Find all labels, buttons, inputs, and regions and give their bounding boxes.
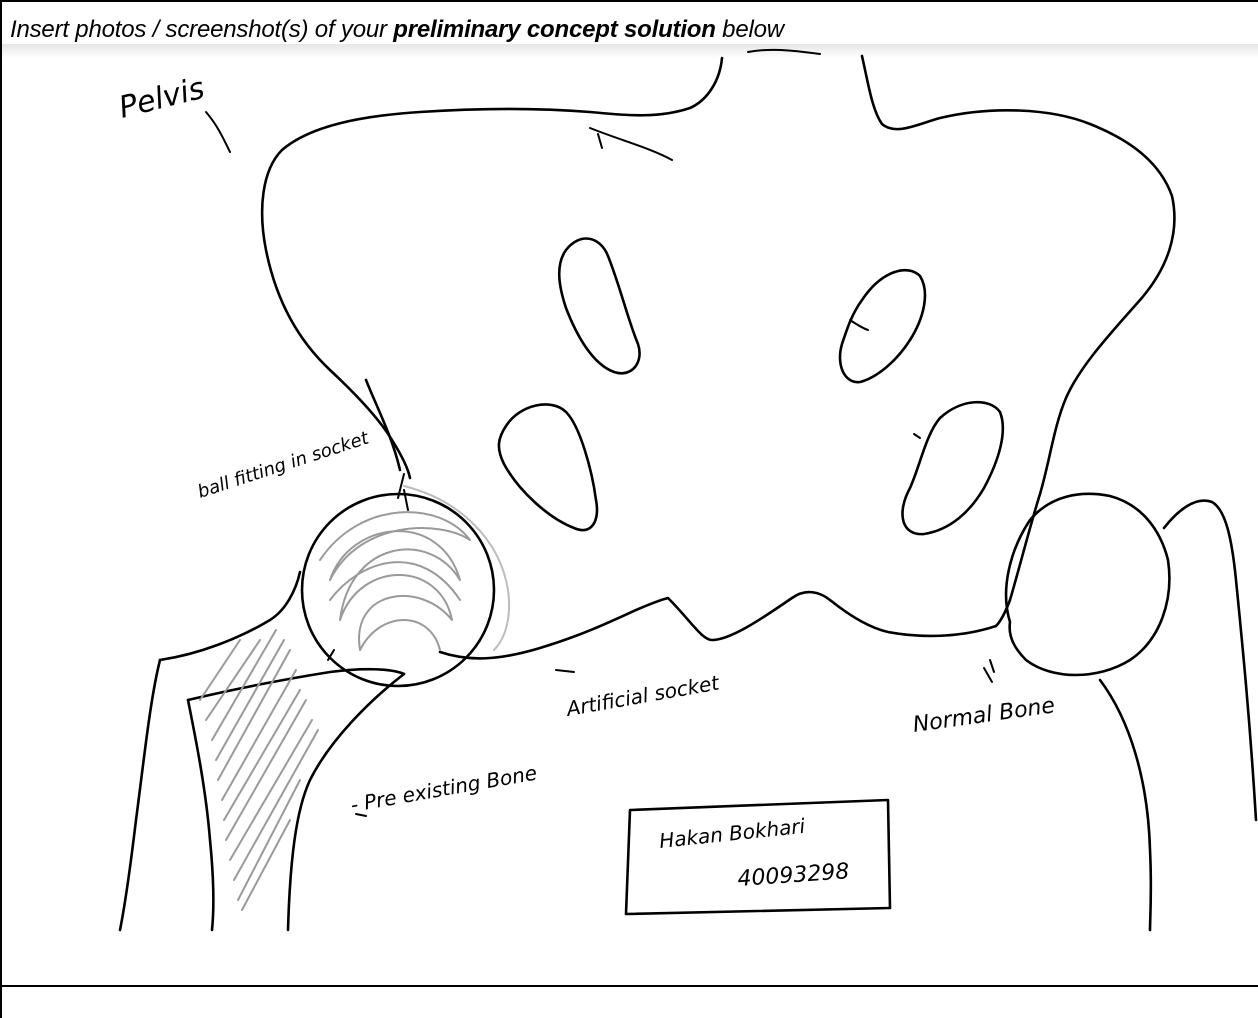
name-box-name: Hakan Bokhari bbox=[658, 814, 807, 853]
cell-divider bbox=[0, 985, 1258, 987]
pelvis-tick-2 bbox=[590, 128, 672, 160]
right-hip-tick bbox=[990, 660, 994, 672]
label-pre-existing-bone: - Pre existing Bone bbox=[349, 761, 539, 817]
right-obturator bbox=[902, 402, 1002, 534]
top-border bbox=[0, 0, 1258, 2]
pelvis-lower-left bbox=[440, 592, 996, 658]
instruction-prefix: Insert photos / screenshot(s) of your bbox=[10, 16, 393, 43]
instruction-suffix: below bbox=[716, 16, 784, 43]
left-iliac-hole bbox=[559, 239, 639, 374]
label-artificial-socket: Artificial socket bbox=[563, 670, 722, 721]
label-ball-fitting: ball fitting in socket bbox=[195, 427, 372, 502]
ball-scribble bbox=[320, 512, 470, 650]
femur-hatching bbox=[200, 630, 318, 910]
socket-dash bbox=[556, 670, 574, 672]
instruction-bold: preliminary concept solution bbox=[393, 16, 715, 43]
ball-pointer bbox=[404, 490, 408, 510]
sacrum-top bbox=[748, 50, 820, 54]
left-femur-shaft bbox=[188, 700, 213, 930]
label-normal-bone: Normal Bone bbox=[911, 693, 1056, 738]
pelvis-pointer bbox=[206, 112, 230, 152]
pelvis-tick-4 bbox=[914, 434, 920, 438]
pelvis-tick-3 bbox=[850, 320, 868, 330]
hip-sketch-image: Pelvis ball fitting in socket Artificial… bbox=[2, 44, 1258, 984]
right-femur-inner bbox=[1100, 680, 1151, 930]
label-pelvis: Pelvis bbox=[115, 71, 208, 126]
right-iliac-hole bbox=[840, 270, 925, 382]
right-trochanter bbox=[1164, 501, 1256, 820]
name-box-id: 40093298 bbox=[737, 859, 850, 892]
name-box bbox=[626, 800, 890, 914]
right-femoral-head bbox=[1006, 494, 1169, 675]
pelvis-outline-left bbox=[262, 58, 722, 478]
pelvis-tick-1 bbox=[598, 134, 602, 148]
left-femur-outer bbox=[120, 660, 160, 930]
instruction-text: Insert photos / screenshot(s) of your pr… bbox=[10, 14, 1250, 46]
normal-pointer bbox=[984, 668, 992, 682]
left-obturator bbox=[499, 404, 597, 530]
